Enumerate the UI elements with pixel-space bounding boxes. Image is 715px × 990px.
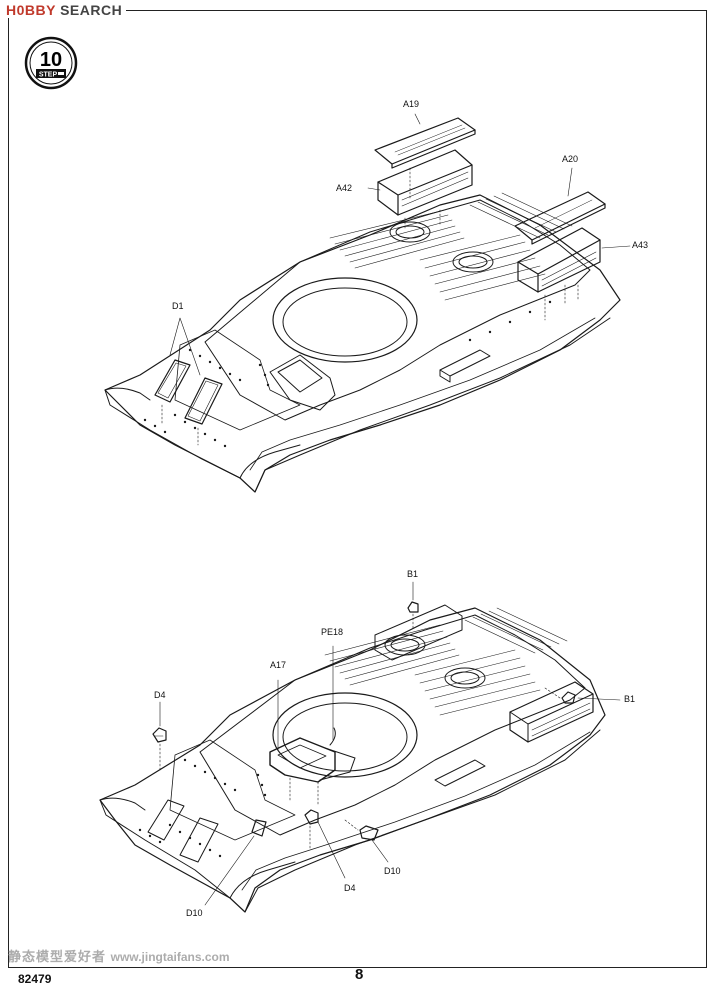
hull-bottom-body xyxy=(99,607,606,913)
part-d10-right xyxy=(359,825,379,841)
watermark-cn: 静态模型爱好者 xyxy=(8,949,107,964)
hull-top-body xyxy=(104,194,621,493)
part-d4-bottom xyxy=(304,809,319,825)
hull-bottom-diagram xyxy=(99,581,621,913)
part-d10-left xyxy=(251,819,267,837)
label-a43: A43 xyxy=(632,240,649,250)
jingtaifans-watermark: 静态模型爱好者 www.jingtaifans.com xyxy=(8,946,230,965)
label-d1: D1 xyxy=(172,301,184,311)
label-a19: A19 xyxy=(403,99,420,109)
part-pe18 xyxy=(319,727,356,781)
label-d10-right: D10 xyxy=(384,866,401,876)
kit-number: 82479 xyxy=(18,972,52,986)
part-a43-box xyxy=(517,227,601,293)
label-d10-left: D10 xyxy=(186,908,203,918)
label-a17: A17 xyxy=(270,660,287,670)
label-a42: A42 xyxy=(336,183,353,193)
step-word: STEP xyxy=(39,72,58,79)
part-b1-right xyxy=(561,691,576,704)
hobbysearch-watermark: H0BBY SEARCH xyxy=(2,2,127,18)
label-a20: A20 xyxy=(562,154,579,164)
label-b1-top: B1 xyxy=(407,569,419,579)
label-d4-bottom: D4 xyxy=(344,883,356,893)
part-d4-left xyxy=(152,727,167,743)
step-badge: 10 STEP xyxy=(24,36,78,90)
hull-top-diagram xyxy=(104,113,631,493)
part-a19-lid xyxy=(374,117,476,169)
part-b1-top xyxy=(407,601,419,613)
label-d4-left: D4 xyxy=(154,690,166,700)
part-a17 xyxy=(269,737,336,783)
label-pe18: PE18 xyxy=(321,627,344,637)
step-number: 10 xyxy=(40,49,62,71)
page-number: 8 xyxy=(355,966,364,983)
watermark-brand: H0BBY xyxy=(6,2,56,18)
page-frame xyxy=(8,10,707,968)
watermark-url: www.jingtaifans.com xyxy=(110,950,230,964)
label-b1-right: B1 xyxy=(624,694,636,704)
part-a42-box xyxy=(377,149,473,216)
watermark-search: SEARCH xyxy=(60,2,123,18)
part-a20-lid xyxy=(514,191,606,245)
part-d1 xyxy=(154,359,223,425)
